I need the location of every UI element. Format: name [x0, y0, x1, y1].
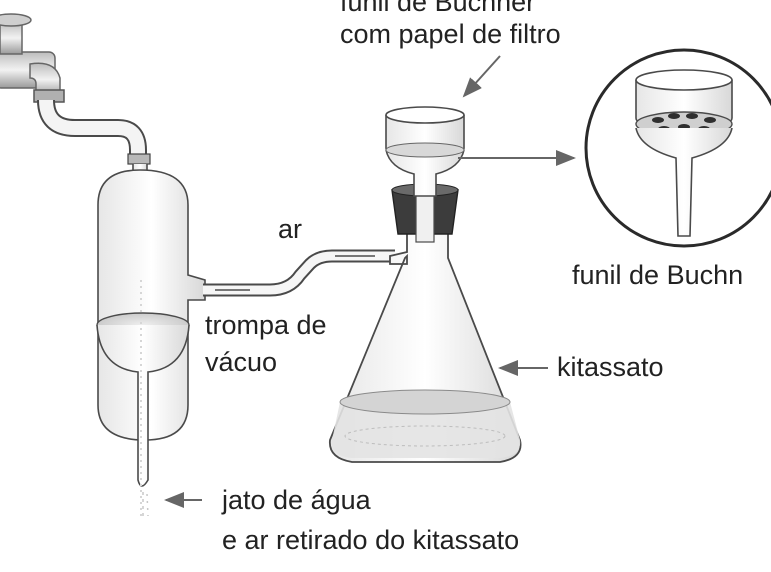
faucet-icon — [0, 13, 65, 103]
vacuum-trompe-icon — [96, 169, 206, 520]
water-jet-label-line1: jato de água — [222, 485, 371, 515]
water-jet-label-line2: e ar retirado do kitassato — [222, 525, 520, 555]
arrow-to-funnel — [462, 55, 501, 98]
trompa-label-line1: trompa de — [205, 310, 327, 340]
trompa-label-line2: vácuo — [205, 347, 278, 377]
funnel-top-label-line2: com papel de filtro — [340, 19, 561, 49]
water-jet — [142, 492, 149, 520]
buchner-funnel-icon — [385, 106, 465, 197]
magnified-funnel-icon — [584, 48, 771, 248]
air-label: ar — [278, 214, 303, 244]
kitassato-label: kitassato — [557, 352, 664, 382]
arrow-icon — [164, 55, 576, 508]
funnel-top-label-line1: funil de Buchner — [340, 0, 536, 17]
kitassato-flask-icon — [329, 183, 522, 463]
side-tube — [203, 249, 395, 297]
buchner-funnel-label: funil de Buchn — [572, 260, 744, 290]
